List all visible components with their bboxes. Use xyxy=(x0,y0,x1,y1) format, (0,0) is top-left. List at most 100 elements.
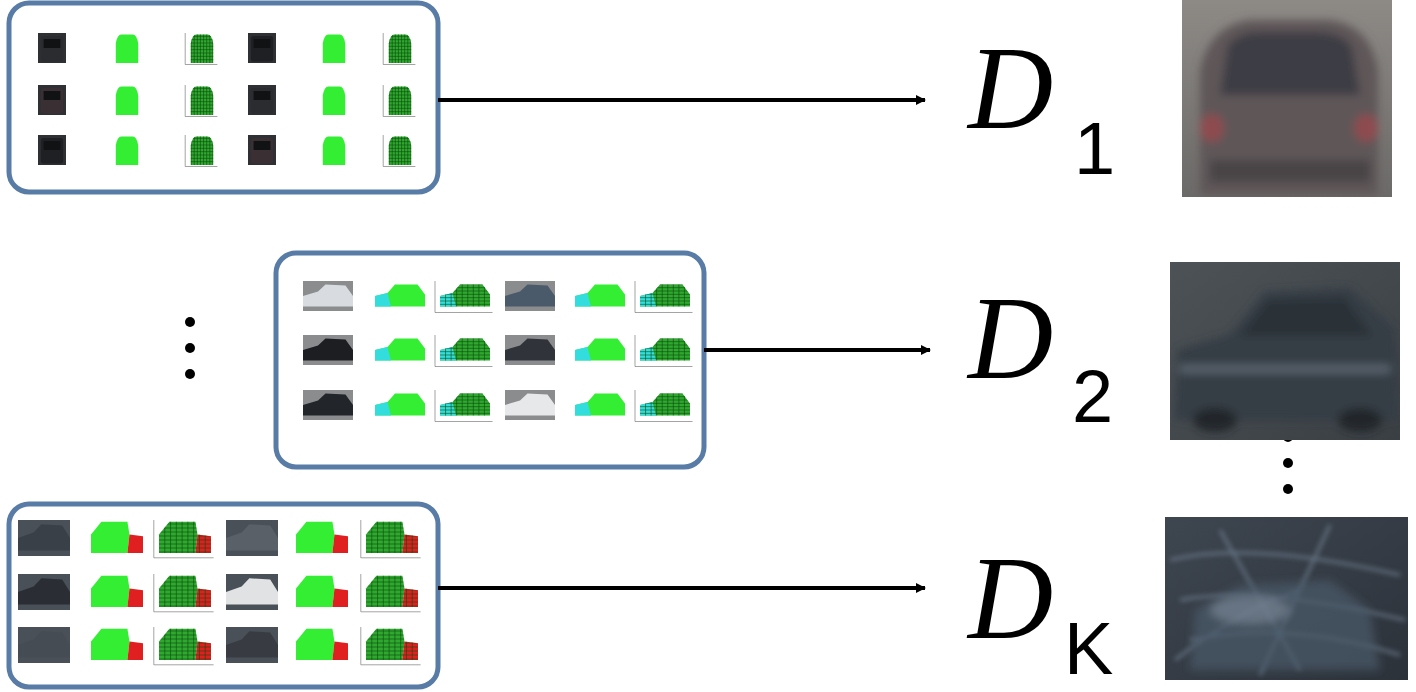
thumb-part xyxy=(159,598,211,599)
thumb-part xyxy=(640,396,690,397)
thumb-part xyxy=(440,358,490,359)
thumb-part xyxy=(575,394,625,416)
thumb-part xyxy=(575,339,625,361)
thumb-part xyxy=(505,281,555,311)
thumb-part xyxy=(678,281,679,311)
thumb-part xyxy=(205,520,206,556)
thumb-part xyxy=(440,341,490,342)
thumb-part xyxy=(377,574,378,610)
thumb-part xyxy=(197,135,198,165)
thumb-part xyxy=(188,43,216,44)
thumb-part xyxy=(164,520,165,556)
thumb-part xyxy=(154,611,214,612)
thumb-part xyxy=(640,413,690,414)
thumb-part xyxy=(366,651,418,652)
thumb-part xyxy=(203,85,204,115)
thumb-part xyxy=(212,33,213,63)
thumb-part xyxy=(410,85,411,115)
thumb-part xyxy=(182,520,183,556)
mean-image xyxy=(1170,262,1400,440)
thumb-part xyxy=(254,39,271,48)
thumb-part xyxy=(116,87,138,116)
thumb-part xyxy=(164,574,165,610)
thumb-part xyxy=(366,532,418,533)
thumb-part xyxy=(473,281,474,311)
thumb-part xyxy=(127,588,143,607)
thumb-part xyxy=(575,347,591,361)
thumb-part xyxy=(640,390,690,420)
thumb-part xyxy=(361,520,421,558)
thumb-part xyxy=(188,91,216,92)
thumb-part xyxy=(185,85,186,117)
thumb-part xyxy=(383,520,384,556)
thumb-part xyxy=(159,548,211,549)
thumb-part xyxy=(170,627,171,663)
thumb-part xyxy=(462,281,463,311)
mean-image xyxy=(1165,517,1408,680)
thumb-part xyxy=(188,98,216,99)
thumb-part xyxy=(667,281,668,311)
thumb-part xyxy=(226,520,278,556)
thumb-part xyxy=(386,138,414,139)
thumb-part xyxy=(200,135,201,165)
thumb-part xyxy=(153,627,154,665)
thumb-part xyxy=(116,35,138,64)
thumb-part xyxy=(412,627,413,663)
thumb-part xyxy=(375,339,425,361)
matrix-symbol: D xyxy=(968,30,1053,148)
thumb-part xyxy=(154,574,214,612)
thumb-part xyxy=(386,158,414,159)
thumb-part xyxy=(412,574,413,610)
thumb-part xyxy=(251,138,273,164)
thumb-part xyxy=(383,85,384,117)
thumb-part xyxy=(435,281,493,313)
thumb-part xyxy=(251,36,273,62)
thumb-part xyxy=(159,594,211,595)
thumb-part xyxy=(640,294,690,295)
thumb-part xyxy=(366,602,418,603)
thumb-part xyxy=(153,520,154,558)
thumb-part xyxy=(375,347,391,361)
thumb-part xyxy=(226,574,278,610)
thumb-part xyxy=(640,345,690,346)
thumb-part xyxy=(303,390,353,420)
thumb-part xyxy=(375,293,391,307)
thumb-part xyxy=(383,627,384,663)
thumb-part xyxy=(635,335,636,367)
thumb-part xyxy=(435,390,493,422)
thumb-part xyxy=(188,53,216,54)
thumb-part xyxy=(640,335,690,365)
subscript: 1 xyxy=(1074,112,1115,186)
thumb-part xyxy=(38,135,66,165)
thumb-part xyxy=(440,348,490,349)
thumb-part xyxy=(185,166,217,167)
thumb-part xyxy=(575,293,591,307)
thumb-part xyxy=(406,574,407,610)
thumb-part xyxy=(440,413,490,414)
thumb-part xyxy=(410,33,411,63)
thumb-part xyxy=(445,335,446,365)
thumb-part xyxy=(366,643,418,644)
thumb-part xyxy=(159,540,211,541)
thumb-part xyxy=(386,105,414,106)
thumb-part xyxy=(440,294,490,295)
thumb-part xyxy=(389,574,390,610)
thumb-part xyxy=(159,651,211,652)
thumb-part xyxy=(640,287,690,288)
thumb-part xyxy=(159,635,211,636)
thumb-part xyxy=(640,284,690,285)
thumb-part xyxy=(191,85,192,115)
thumb-part xyxy=(401,135,402,165)
thumb-part xyxy=(505,339,555,361)
thumb-part xyxy=(673,335,674,365)
thumb-part xyxy=(484,281,485,311)
thumb-part xyxy=(176,574,177,610)
thumb-part xyxy=(386,88,414,89)
thumb-part xyxy=(386,111,414,112)
thumb-part xyxy=(159,602,211,603)
thumb-part xyxy=(478,335,479,365)
thumb-part xyxy=(401,85,402,115)
thumb-part xyxy=(360,574,361,612)
thumb-part xyxy=(440,291,490,292)
thumb-part xyxy=(383,574,384,610)
